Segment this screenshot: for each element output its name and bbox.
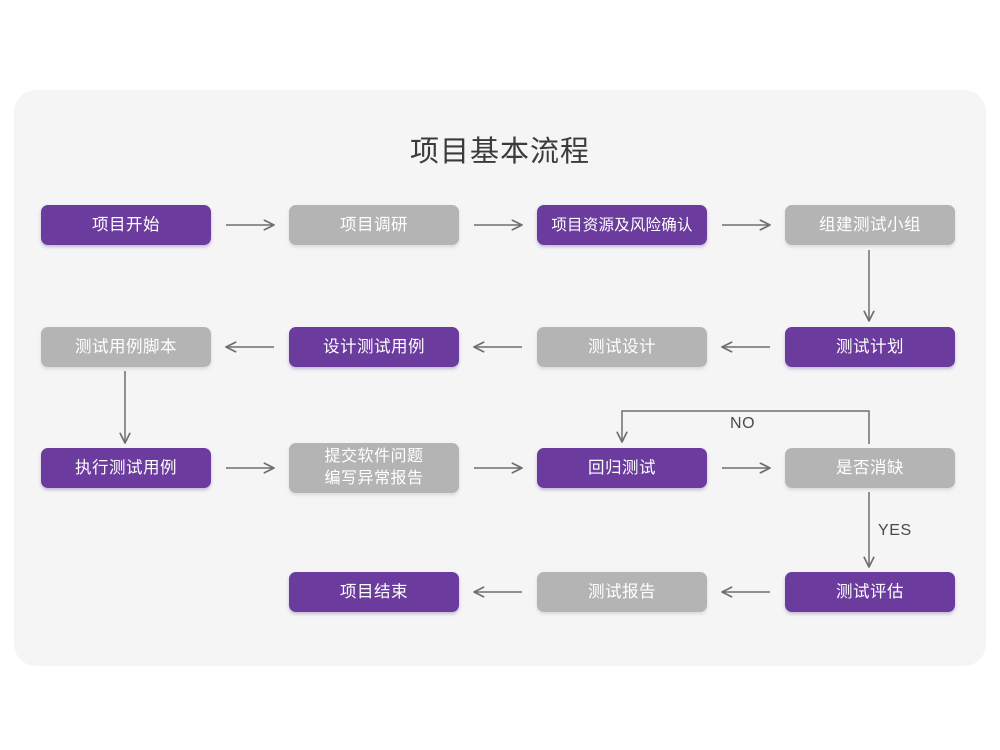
node-project-research[interactable]: 项目调研 [289, 205, 459, 245]
node-design-test-case[interactable]: 设计测试用例 [289, 327, 459, 367]
node-execute-test-case[interactable]: 执行测试用例 [41, 448, 211, 488]
edge-label-no: NO [730, 415, 756, 432]
node-project-start[interactable]: 项目开始 [41, 205, 211, 245]
node-submit-defect-report[interactable]: 提交软件问题 编写异常报告 [289, 443, 459, 493]
node-test-plan[interactable]: 测试计划 [785, 327, 955, 367]
flowchart-card [14, 90, 986, 666]
node-resource-risk-confirm[interactable]: 项目资源及风险确认 [537, 205, 707, 245]
node-build-test-team[interactable]: 组建测试小组 [785, 205, 955, 245]
node-regression-test[interactable]: 回归测试 [537, 448, 707, 488]
node-project-end[interactable]: 项目结束 [289, 572, 459, 612]
node-test-evaluation[interactable]: 测试评估 [785, 572, 955, 612]
node-defect-cleared[interactable]: 是否消缺 [785, 448, 955, 488]
node-test-case-script[interactable]: 测试用例脚本 [41, 327, 211, 367]
page-title: 项目基本流程 [409, 136, 590, 168]
edge-label-yes: YES [878, 522, 912, 539]
node-test-design[interactable]: 测试设计 [537, 327, 707, 367]
node-test-report[interactable]: 测试报告 [537, 572, 707, 612]
